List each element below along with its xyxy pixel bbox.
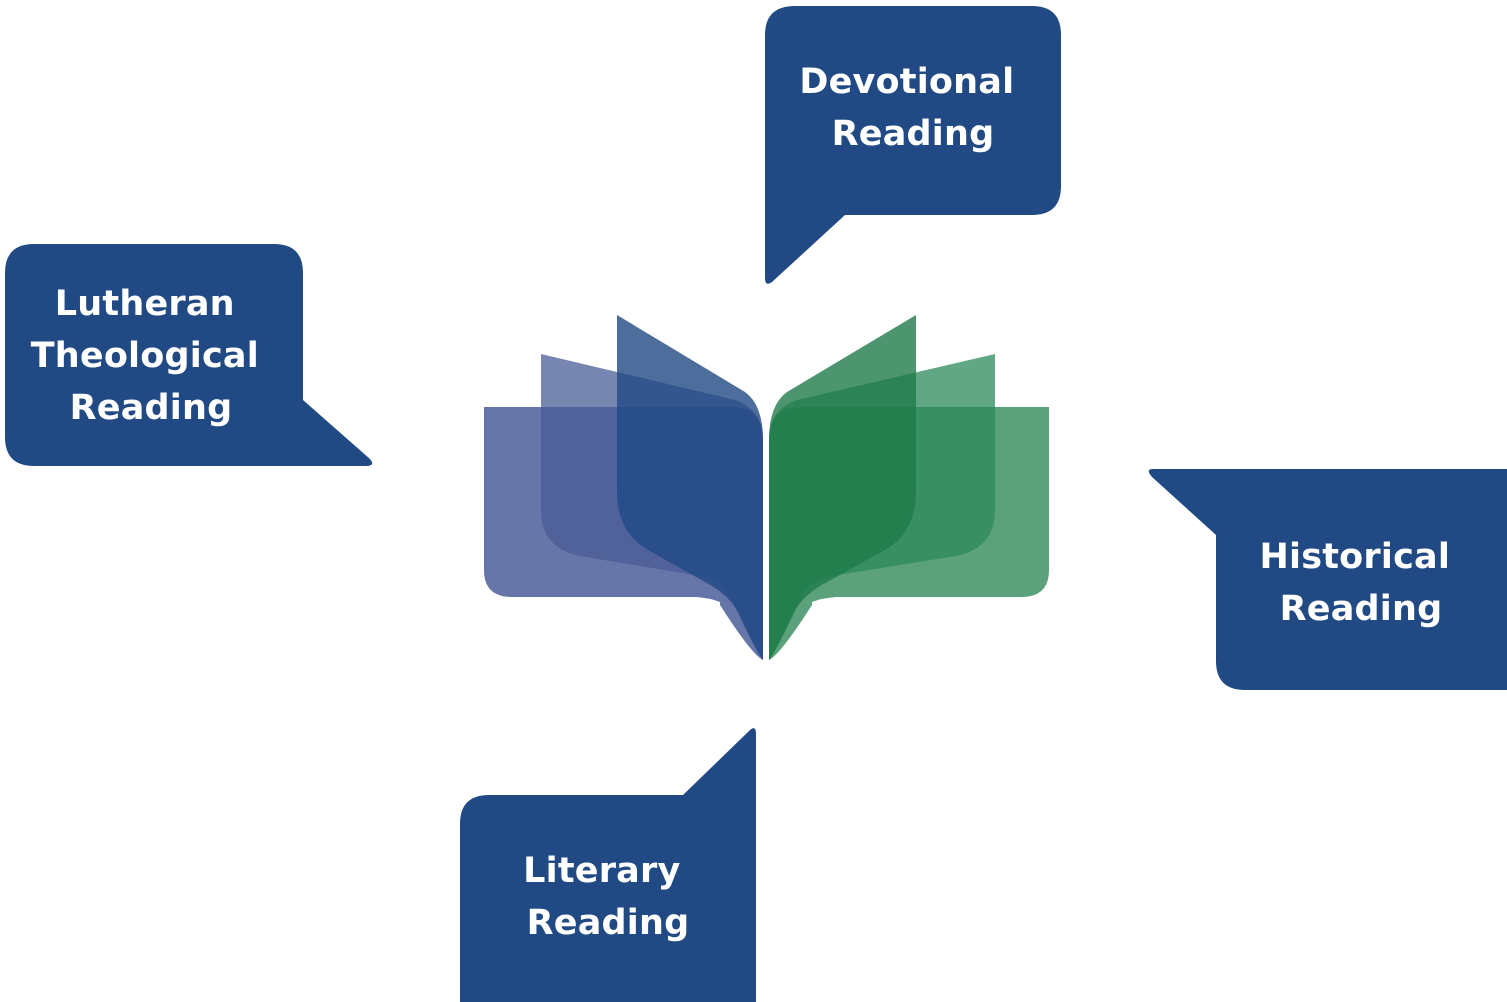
bubble-literary-text: Literary Reading xyxy=(523,851,693,943)
bubble-lutheran-shape xyxy=(5,244,373,466)
open-book-icon xyxy=(484,315,1049,660)
bubble-literary: Literary Reading xyxy=(460,728,756,1002)
bubble-devotional-shape xyxy=(765,6,1061,284)
bubble-lutheran: Lutheran Theological Reading xyxy=(5,244,373,466)
bubble-historical-line-1: Historical xyxy=(1260,537,1451,577)
bubble-literary-line-2: Reading xyxy=(527,903,690,943)
book-right-page-front xyxy=(769,315,916,660)
bubble-lutheran-text: Lutheran Theological Reading xyxy=(31,284,272,428)
bubble-historical-shape xyxy=(1148,469,1507,690)
bubble-lutheran-line-3: Reading xyxy=(70,388,233,428)
bubble-devotional: Devotional Reading xyxy=(765,6,1061,284)
bubble-lutheran-line-2: Theological xyxy=(31,336,259,376)
bubble-devotional-line-2: Reading xyxy=(832,114,995,154)
book-left-page-front xyxy=(617,315,763,660)
bubble-historical: Historical Reading xyxy=(1148,469,1507,690)
bubble-lutheran-line-1: Lutheran xyxy=(55,284,235,324)
bubble-devotional-line-1: Devotional xyxy=(799,62,1014,102)
bubble-devotional-text: Devotional Reading xyxy=(799,62,1026,154)
bubble-literary-line-1: Literary xyxy=(523,851,680,891)
bubble-historical-line-2: Reading xyxy=(1280,589,1443,629)
bubble-historical-text: Historical Reading xyxy=(1260,537,1463,629)
bubble-literary-shape xyxy=(460,728,756,1002)
